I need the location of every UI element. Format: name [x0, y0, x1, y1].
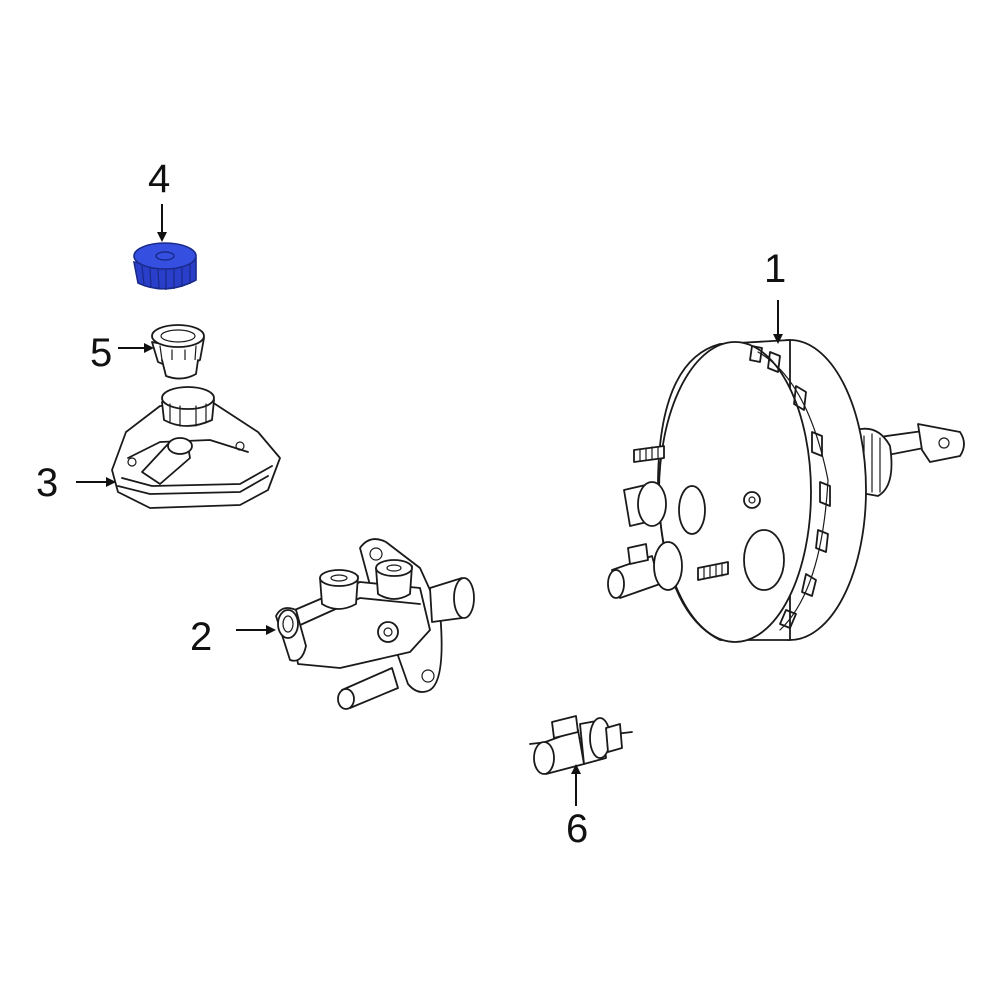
- reservoir-cap-part[interactable]: [132, 242, 197, 290]
- fluid-reservoir-part[interactable]: [111, 386, 281, 509]
- master-cylinder-part[interactable]: [275, 538, 475, 710]
- callout-6-label: 6: [566, 807, 588, 851]
- callout-1: 1: [764, 247, 786, 344]
- callout-2-label: 2: [190, 615, 212, 659]
- callout-5: 5: [90, 331, 154, 375]
- filler-strainer-part[interactable]: [151, 324, 205, 380]
- brake-booster-part[interactable]: [607, 339, 965, 643]
- callout-2: 2: [190, 615, 276, 659]
- callout-3: 3: [36, 461, 116, 505]
- vacuum-sensor-part[interactable]: [529, 715, 633, 775]
- callout-1-label: 1: [764, 247, 786, 291]
- callout-4: 4: [148, 157, 170, 242]
- callout-5-label: 5: [90, 331, 112, 375]
- callout-4-label: 4: [148, 157, 170, 201]
- callout-6: 6: [566, 764, 588, 851]
- callout-3-label: 3: [36, 461, 58, 505]
